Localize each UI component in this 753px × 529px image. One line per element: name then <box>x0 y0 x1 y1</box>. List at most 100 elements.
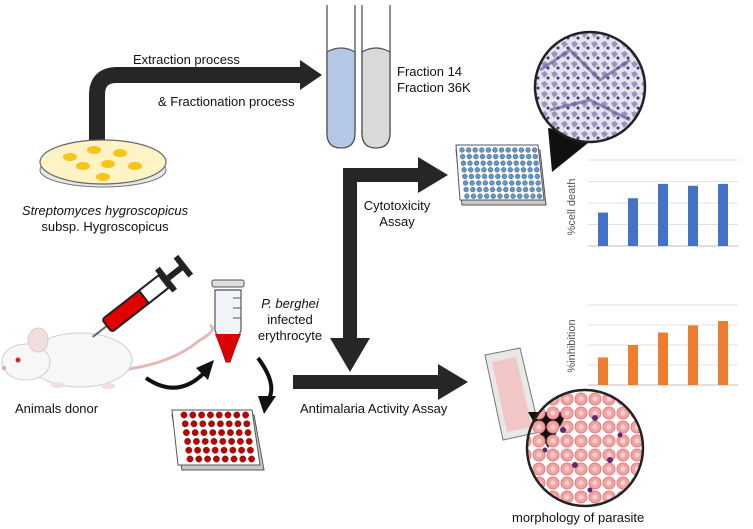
bar <box>718 183 728 246</box>
microplate-well <box>512 154 519 160</box>
microplate-well <box>215 411 223 419</box>
bar <box>688 325 698 385</box>
microplate-well <box>248 455 256 463</box>
microplate-well <box>527 167 533 173</box>
microplate-well <box>225 420 233 428</box>
microplate-well <box>485 147 492 153</box>
microplate-well <box>526 154 532 160</box>
microplate-well <box>230 455 238 463</box>
microplate-well <box>505 147 511 153</box>
microplate-well <box>475 173 481 180</box>
microplate-well <box>206 411 214 419</box>
arrow-to-antimalaria <box>293 364 468 400</box>
bar <box>598 357 608 385</box>
microplate-well <box>528 180 535 186</box>
microplate-well <box>526 160 533 166</box>
microplate-well <box>463 187 469 193</box>
microplate-well <box>496 187 502 193</box>
microplate-well <box>209 429 217 436</box>
microplate-well <box>228 437 236 445</box>
microplate-well <box>246 446 254 454</box>
label-morphology: morphology of parasite <box>512 510 645 525</box>
microplate-well <box>530 193 536 199</box>
microplate-well <box>497 193 503 199</box>
microplate-well <box>515 180 521 186</box>
microplate-well <box>533 160 539 166</box>
microplate-well <box>507 167 513 173</box>
microplate-well <box>516 187 522 193</box>
microplate-well <box>490 187 496 193</box>
label-parasite-infected: infected <box>267 312 313 327</box>
microplate-well <box>520 167 527 173</box>
microplate-well <box>536 187 542 193</box>
bar <box>658 183 668 246</box>
microplate-well <box>500 160 506 166</box>
microplate-well <box>210 437 218 445</box>
microplate-well <box>535 180 541 186</box>
microplate-well <box>507 160 513 166</box>
arrow-mouse-to-tube <box>144 360 214 390</box>
microplate-icon <box>455 144 547 206</box>
bar <box>628 345 638 385</box>
microplate-well <box>493 154 499 160</box>
microplate-well <box>503 187 509 193</box>
label-parasite: P. berghei <box>261 296 319 311</box>
microplate-well <box>208 420 216 428</box>
microplate-well <box>488 173 494 180</box>
microplate-well <box>495 173 501 180</box>
microplate-well <box>201 437 209 445</box>
microplate-well <box>479 154 486 160</box>
microplate-well <box>482 173 488 180</box>
bar <box>718 321 728 385</box>
microplate-well <box>190 420 198 428</box>
microplate-well <box>483 187 489 193</box>
microplate-well <box>200 429 208 436</box>
microplate-well <box>493 160 500 166</box>
microplate-well <box>534 167 540 173</box>
microplate-well <box>469 180 475 186</box>
microplate-well <box>180 411 188 419</box>
microplate-well <box>487 160 493 166</box>
bar-chart-inhibition <box>588 304 738 386</box>
microplate-well <box>503 193 510 199</box>
microplate-well <box>467 160 473 166</box>
label-fraction-36k: Fraction 36K <box>397 80 471 95</box>
microplate-well <box>219 437 227 445</box>
centrifuge-tube-icon <box>211 279 245 363</box>
microplate-well <box>522 187 529 193</box>
microplate-icon <box>171 409 265 471</box>
arrow-down-center <box>330 168 370 372</box>
microplate-well <box>534 173 541 180</box>
microplate-well <box>220 446 228 454</box>
microplate-well <box>244 429 252 436</box>
microplate-well <box>466 147 472 153</box>
microplate-well <box>202 446 210 454</box>
microplate-well <box>501 173 508 180</box>
microplate-well <box>468 173 475 180</box>
microplate-well <box>484 193 490 199</box>
microplate-well <box>476 187 483 193</box>
microplate-well <box>184 437 192 445</box>
microplate-well <box>523 193 529 199</box>
petri-dish-icon <box>39 139 167 188</box>
microplate-well <box>191 429 199 436</box>
microplate-well <box>216 420 224 428</box>
microplate-well <box>517 193 523 199</box>
microplate-well <box>221 455 229 463</box>
bar <box>598 212 608 246</box>
microplate-well <box>510 193 516 199</box>
microplate-well <box>489 180 495 186</box>
microplate-well <box>195 455 203 463</box>
label-animals-donor: Animals donor <box>15 401 99 416</box>
arrow-extraction <box>89 60 322 155</box>
label-fractionation: & Fractionation process <box>158 94 295 109</box>
microplate-well <box>490 193 496 199</box>
microplate-well <box>477 193 483 199</box>
microplate-well <box>512 147 518 153</box>
microscope-view-icon <box>533 30 647 172</box>
microplate-well <box>529 187 535 193</box>
microplate-well <box>243 420 251 428</box>
bar-chart-cell-death <box>588 159 738 247</box>
microplate-well <box>204 455 212 463</box>
